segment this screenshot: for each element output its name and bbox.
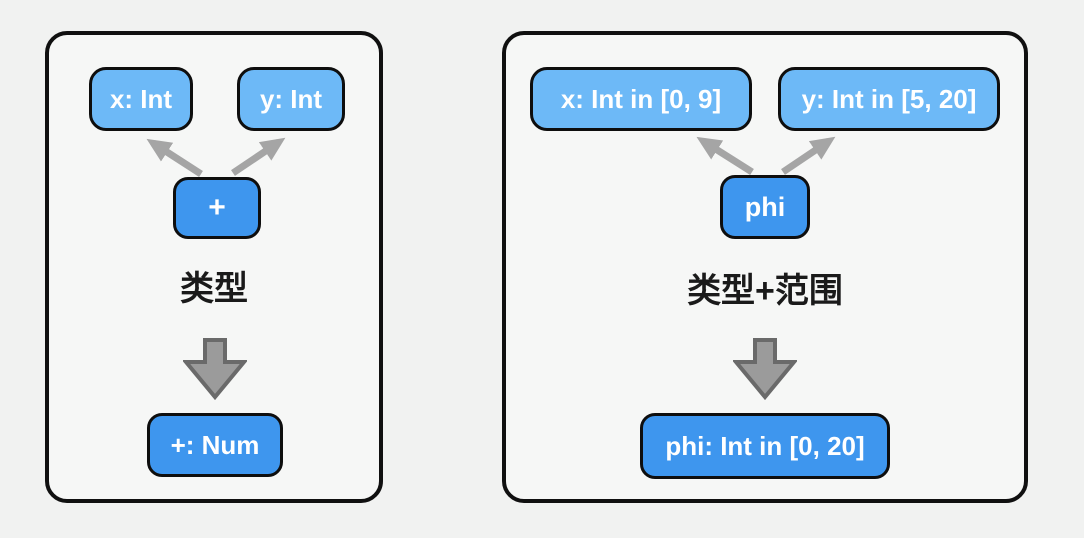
block-arrow-down-icon: [733, 338, 797, 400]
result-node: phi: Int in [0, 20]: [640, 413, 890, 479]
result-node-label: phi: Int in [0, 20]: [665, 430, 865, 461]
panel-title: 类型: [180, 270, 248, 308]
input-node-x: x: Int: [89, 67, 193, 131]
operator-node: +: [173, 177, 261, 239]
input-node-x-label: x: Int: [109, 83, 173, 114]
input-node-y: y: Int in [5, 20]: [778, 67, 1000, 131]
input-node-x-label: x: Int in [0, 9]: [560, 83, 722, 114]
panel-type-plus-range: x: Int in [0, 9] y: Int in [5, 20] phi 类…: [502, 31, 1028, 503]
input-node-x: x: Int in [0, 9]: [530, 67, 752, 131]
arrow-up-right-icon: [781, 136, 836, 175]
operator-node-label: phi: [744, 191, 786, 222]
edge-operator-to-x: [696, 136, 754, 175]
operator-node: phi: [720, 175, 810, 239]
panel-title: 类型+范围: [687, 272, 843, 310]
panel-type-only: x: Int y: Int + 类型 +: Num: [45, 31, 383, 503]
result-node: +: Num: [147, 413, 283, 477]
arrow-up-left-icon: [146, 138, 203, 177]
arrow-up-right-icon: [231, 137, 286, 176]
block-arrow-down-icon: [183, 338, 247, 400]
edge-operator-to-x: [146, 138, 203, 177]
input-node-y-label: y: Int in [5, 20]: [801, 83, 977, 114]
edge-operator-to-y: [781, 136, 836, 175]
result-node-label: +: Num: [170, 429, 260, 460]
edge-operator-to-y: [231, 137, 286, 176]
arrow-up-left-icon: [696, 136, 754, 175]
input-node-y-label: y: Int: [259, 83, 323, 114]
input-node-y: y: Int: [237, 67, 345, 131]
operator-node-label: +: [208, 191, 226, 224]
